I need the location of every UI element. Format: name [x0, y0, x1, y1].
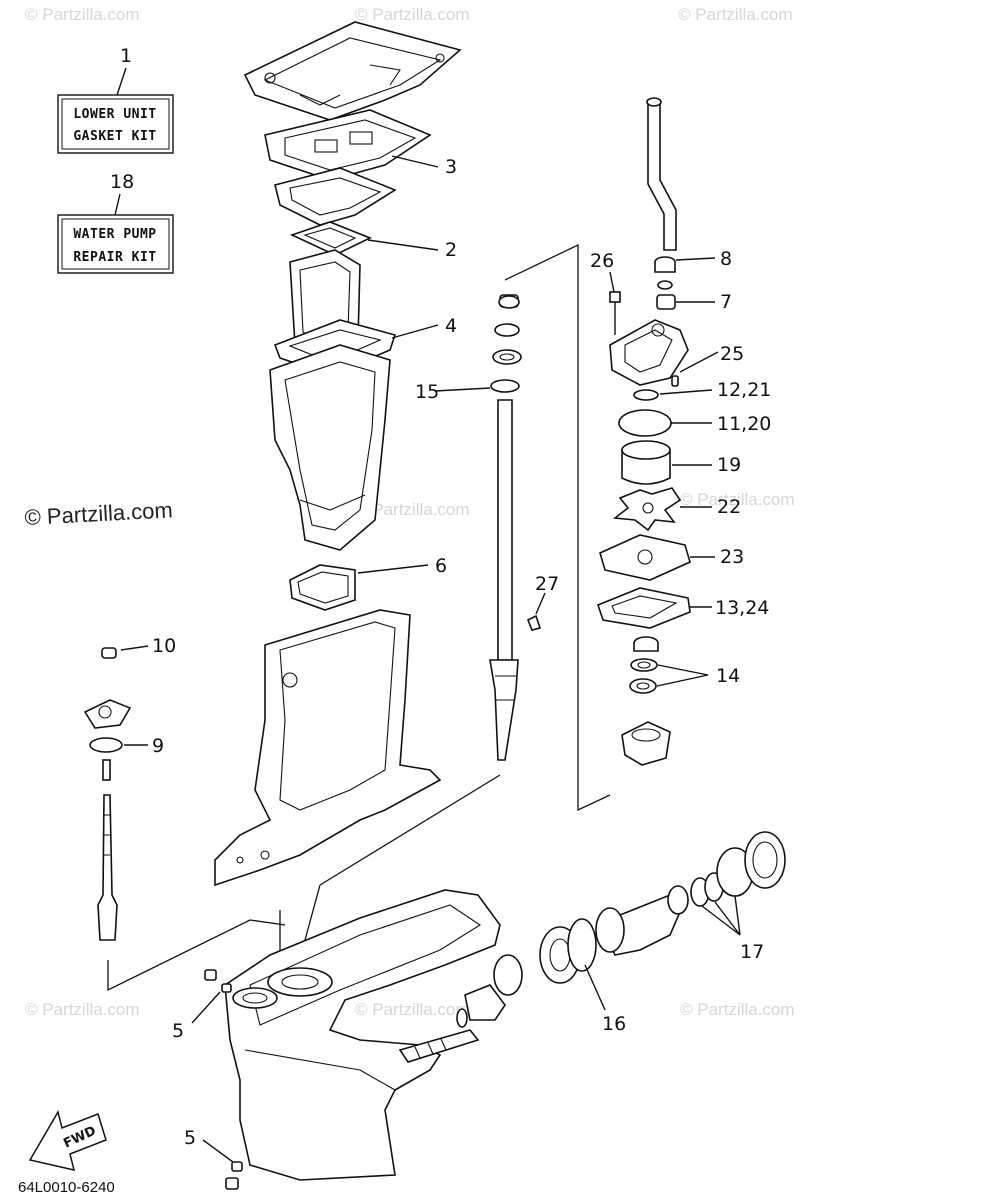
fwd-direction-arrow: FWD — [28, 1110, 107, 1172]
watermark-mid-right: © Partzilla.com — [680, 490, 795, 509]
part-seal-11-20[interactable]: 11,20 — [618, 409, 771, 437]
callout-10: 10 — [152, 635, 176, 657]
part-screws-5[interactable]: 5 5 — [172, 969, 243, 1190]
part-bolt-26[interactable]: 26 — [590, 250, 621, 335]
part-pin-27[interactable]: 27 — [526, 573, 559, 631]
callout-13-24: 13,24 — [715, 597, 769, 619]
callout-7: 7 — [720, 291, 732, 313]
part-bushing-10[interactable]: 10 — [101, 635, 176, 659]
part-upper-casing-plate[interactable] — [243, 21, 462, 121]
part-seals-17[interactable]: 17 — [690, 831, 786, 963]
watermark-top-center: © Partzilla.com — [355, 5, 470, 24]
callout-18: 18 — [110, 171, 134, 193]
part-propeller-shaft-housing[interactable] — [595, 885, 689, 956]
watermark-mid-center: © Partzilla.com — [355, 500, 470, 519]
kit-18-line-1: WATER PUMP — [73, 227, 156, 242]
callout-25: 25 — [720, 343, 744, 365]
part-plate-lower[interactable] — [274, 167, 397, 226]
watermark-bottom-center: © Partzilla.com — [355, 1000, 470, 1019]
callout-12-21: 12,21 — [717, 379, 771, 401]
part-grommet-8[interactable]: 8 — [654, 248, 732, 273]
part-oring-12-21[interactable]: 12,21 — [633, 379, 771, 401]
watermark-main: © Partzilla.com — [24, 497, 173, 530]
callout-22: 22 — [717, 496, 741, 518]
part-oil-seals-14[interactable]: 14 — [629, 636, 740, 694]
kit-gasket-lower-unit[interactable]: 1 LOWER UNIT GASKET KIT — [57, 45, 174, 154]
kit-18-line-2: REPAIR KIT — [73, 250, 156, 265]
part-lower-casing[interactable] — [224, 889, 501, 1181]
callout-23: 23 — [720, 546, 744, 568]
part-gasket-3[interactable]: 3 — [264, 109, 457, 181]
watermark-top-left: © Partzilla.com — [25, 5, 140, 24]
callout-14: 14 — [716, 665, 740, 687]
callout-5-upper: 5 — [172, 1020, 184, 1042]
callout-2: 2 — [445, 239, 457, 261]
part-oil-seal-housing[interactable] — [621, 721, 671, 766]
part-impeller-22[interactable]: 22 — [612, 487, 741, 532]
watermark-bottom-right: © Partzilla.com — [680, 1000, 795, 1019]
callout-11-20: 11,20 — [717, 413, 771, 435]
diagram-code: 64L0010-6240 — [18, 1179, 115, 1196]
part-water-tube[interactable] — [646, 97, 677, 251]
part-exhaust-manifold[interactable] — [269, 344, 391, 551]
callout-5-lower: 5 — [184, 1127, 196, 1149]
part-gasket-2[interactable]: 2 — [289, 221, 457, 261]
callout-3: 3 — [445, 156, 457, 178]
part-insert-cartridge-19[interactable]: 19 — [621, 440, 741, 485]
part-propeller-shaft[interactable] — [398, 1008, 480, 1063]
part-shift-rod-lever[interactable]: 9 — [83, 699, 164, 941]
callout-9: 9 — [152, 735, 164, 757]
kit-water-pump-repair[interactable]: 18 WATER PUMP REPAIR KIT — [57, 171, 174, 274]
part-gasket-13-24[interactable]: 13,24 — [597, 587, 769, 629]
part-upper-casing[interactable] — [214, 609, 442, 887]
callout-1: 1 — [120, 45, 132, 67]
callout-6: 6 — [435, 555, 447, 577]
callout-8: 8 — [720, 248, 732, 270]
callout-19: 19 — [717, 454, 741, 476]
callout-26: 26 — [590, 250, 614, 272]
watermark-top-right: © Partzilla.com — [678, 5, 793, 24]
part-grommet-6[interactable]: 6 — [289, 555, 447, 611]
part-pin-25[interactable]: 25 — [671, 343, 744, 387]
callout-15: 15 — [415, 381, 439, 403]
part-grommet-7[interactable]: 7 — [656, 280, 732, 313]
part-outer-plate-23[interactable]: 23 — [599, 534, 744, 581]
part-drive-shaft[interactable]: 15 — [415, 294, 522, 761]
callout-27: 27 — [535, 573, 559, 595]
part-pump-housing[interactable] — [609, 319, 689, 386]
callout-16: 16 — [602, 1013, 626, 1035]
watermark-bottom-left: © Partzilla.com — [25, 1000, 140, 1019]
callout-17: 17 — [740, 941, 764, 963]
part-gears-bearings-16[interactable]: 16 — [464, 918, 626, 1035]
assembly-leader-lines — [107, 243, 611, 992]
kit-1-line-2: GASKET KIT — [73, 129, 156, 144]
kit-1-line-1: LOWER UNIT — [73, 107, 156, 122]
callout-4: 4 — [445, 315, 457, 337]
